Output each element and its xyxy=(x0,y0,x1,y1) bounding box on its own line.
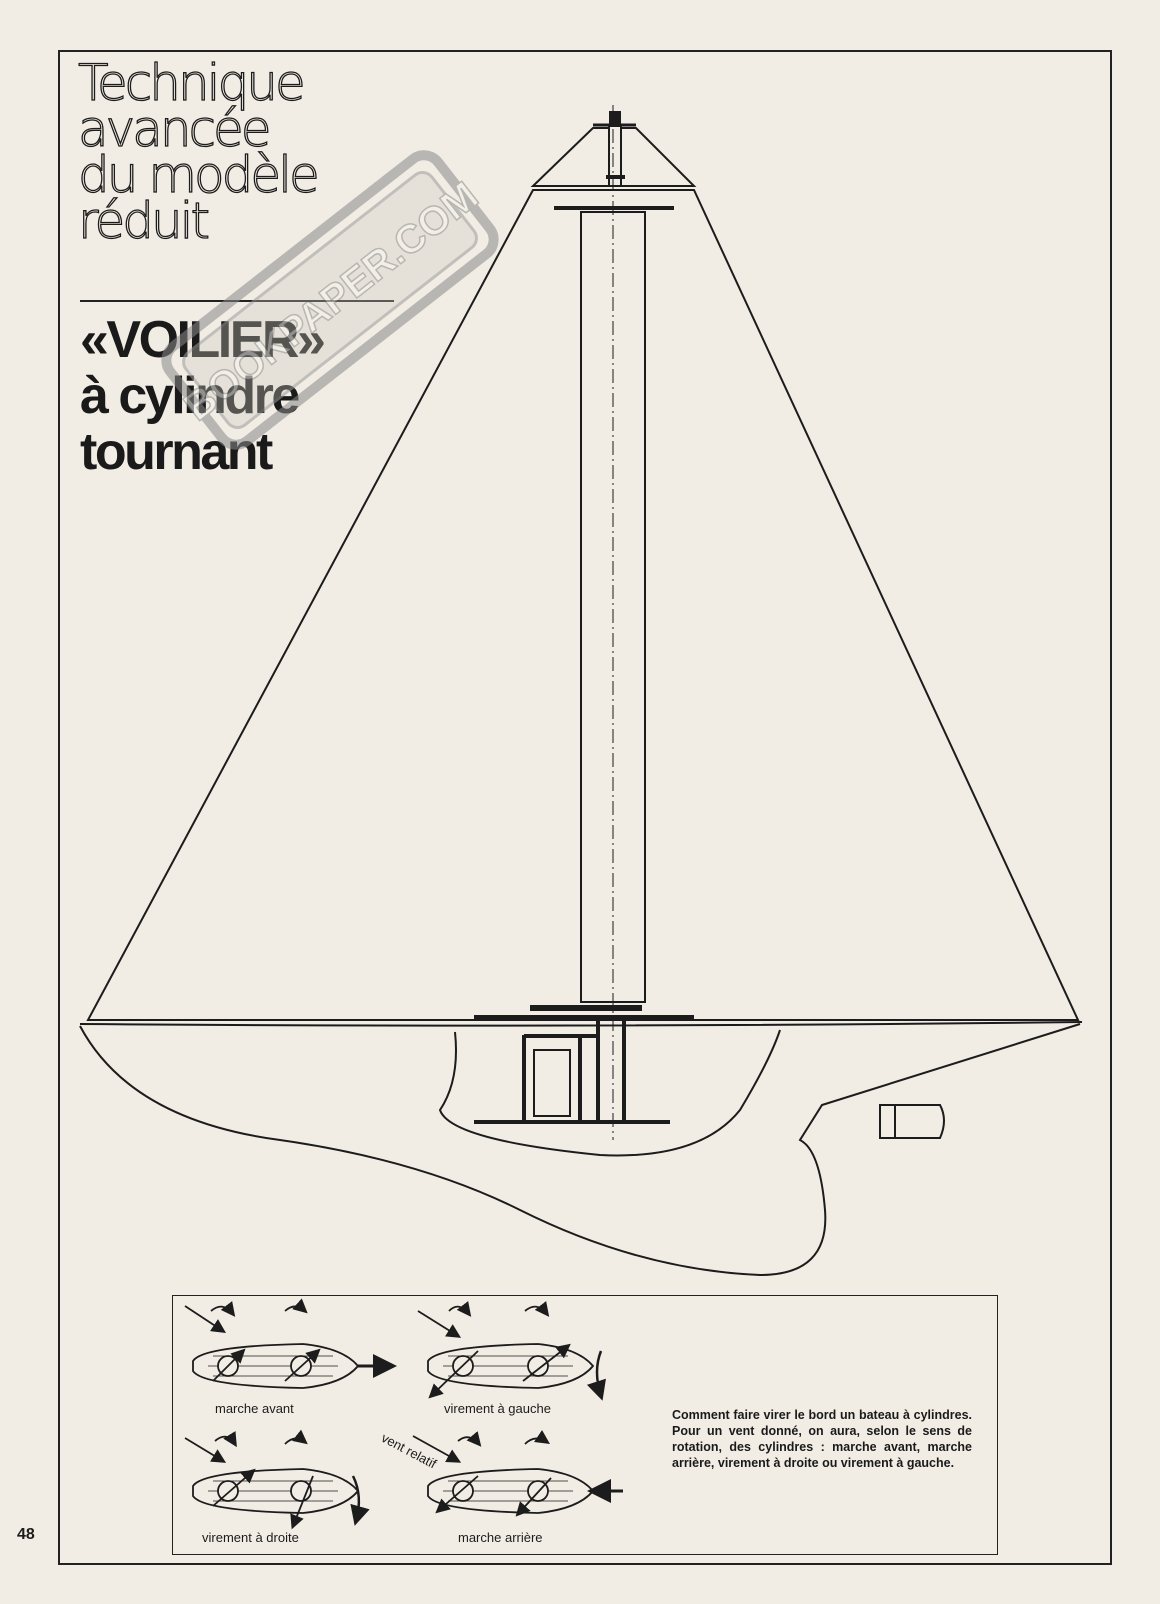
label-turn-right: virement à droite xyxy=(202,1530,299,1545)
label-forward: marche avant xyxy=(215,1401,294,1416)
label-reverse: marche arrière xyxy=(458,1530,543,1545)
page-number: 48 xyxy=(17,1526,35,1543)
series-title-line-2: avancée xyxy=(77,100,272,158)
boat-turn-left xyxy=(417,1301,606,1401)
maneuver-diagram-art xyxy=(184,1298,623,1530)
rudder xyxy=(879,1104,945,1139)
series-title: Technique avancée du modèle réduit xyxy=(77,54,320,250)
boat-turn-right xyxy=(184,1429,370,1530)
figure-caption: Comment faire virer le bord un bateau à … xyxy=(672,1408,972,1470)
deck-line xyxy=(79,1021,1083,1027)
hull-outline xyxy=(79,1023,1081,1277)
maneuver-diagram xyxy=(172,1295,998,1555)
page-frame xyxy=(58,50,1112,1565)
boat-forward xyxy=(184,1298,397,1389)
watermark-stamp: BOOKPAPER.COM xyxy=(161,150,499,450)
motor-block xyxy=(533,1049,571,1117)
series-title-line-3: du modèle xyxy=(77,146,320,204)
hull-cutaway xyxy=(438,1029,781,1157)
label-turn-left: virement à gauche xyxy=(444,1401,551,1416)
boat-reverse xyxy=(412,1430,623,1517)
series-title-line-4: réduit xyxy=(77,192,210,250)
series-title-line-1: Technique xyxy=(77,54,306,112)
article-title-line-3: tournant xyxy=(80,423,273,481)
